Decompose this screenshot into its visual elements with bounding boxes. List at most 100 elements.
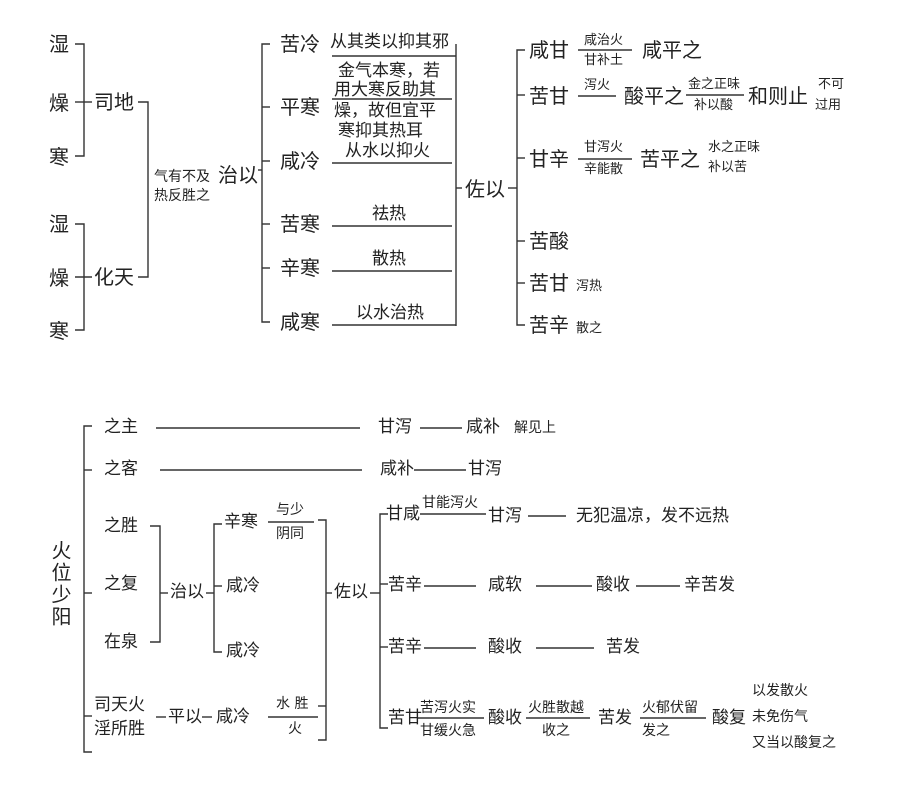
label-zhi-yi-top: 治以	[218, 163, 258, 187]
note-yi-shui-zhi-re: 以水治热	[356, 303, 424, 323]
note-ping-han-4: 寒抑其热耳	[338, 121, 423, 141]
zuo-ku-xin: 苦辛	[529, 313, 569, 337]
label-ku-fa-1: 苦发	[606, 637, 640, 657]
zhi-item-ping-han: 平寒	[280, 95, 320, 119]
label-han-2: 寒	[49, 319, 69, 343]
frac-fa-zhi: 发之	[642, 723, 670, 739]
frac-bu-yi-suan: 补以酸	[694, 98, 734, 113]
bracket-zhi-yi	[261, 43, 270, 323]
note-cong-qi-lei: 从其类以抑其邪	[330, 32, 449, 52]
label-suan-fu: 酸复	[712, 708, 746, 728]
zhi-item-xian-han: 咸寒	[280, 310, 320, 334]
note-bu-yi-ku: 补以苦	[708, 160, 748, 175]
label-xian-bu-2: 咸补	[380, 459, 414, 479]
bracket-si-di	[75, 43, 85, 157]
note-shui-zhi-zheng-wei: 水之正味	[708, 140, 761, 155]
note-you-dang-yi-suan-fu: 又当以酸复之	[752, 735, 836, 751]
label-gan-xie-1: 甘泻	[378, 417, 412, 437]
note-yi-fa-san-huo: 以发散火	[752, 683, 808, 699]
label-suan-shou-1: 酸收	[596, 575, 630, 595]
label-xian-bu-1: 咸补	[466, 417, 500, 437]
frac-xian-zhi-huo: 咸治火	[584, 33, 624, 48]
zhi-item-xian-leng: 咸冷	[280, 149, 320, 173]
bracket-inner-zhi	[213, 523, 222, 653]
label-ping-yi: 平以	[168, 707, 202, 727]
zuo-he-ze-zhi: 和则止	[748, 84, 808, 108]
label-ku-xin-2: 苦辛	[388, 637, 422, 657]
label-si-tian-huo: 司天火	[94, 695, 145, 715]
label-zao-2: 燥	[49, 266, 69, 290]
label-zhi-fu: 之复	[104, 574, 138, 594]
note-bu-ke: 不可	[818, 77, 845, 92]
zhi-item-ku-leng: 苦冷	[280, 32, 320, 56]
zuo-suan-ping-zhi: 酸平之	[624, 84, 684, 108]
note-san-zhi: 散之	[576, 321, 603, 336]
label-xin-ku-fa: 辛苦发	[684, 575, 735, 595]
frac-gan-xie-huo: 甘泻火	[584, 140, 624, 155]
label-zai-quan: 在泉	[104, 632, 138, 652]
label-shi-1: 湿	[49, 32, 69, 56]
label-xian-ruan: 咸软	[488, 575, 522, 595]
label-suan-shou-3: 酸收	[488, 708, 522, 728]
label-ku-gan-bottom: 苦甘	[388, 708, 422, 728]
bracket-bottom-zuo	[379, 513, 388, 729]
note-ping-han-3: 燥，故但宜平	[334, 101, 436, 121]
label-xian-leng-2: 咸冷	[226, 641, 260, 661]
label-zhi-yi-bottom: 治以	[170, 582, 204, 602]
frac-yu-shao: 与少	[276, 502, 304, 518]
label-xian-leng-1: 咸冷	[226, 576, 260, 596]
label-ku-fa-2: 苦发	[598, 708, 632, 728]
zuo-ku-gan-2: 苦甘	[529, 271, 569, 295]
bracket-sheng-fu	[150, 525, 161, 643]
note-san-re: 散热	[372, 249, 406, 269]
frac-shui-sheng: 水 胜	[276, 696, 309, 712]
label-xin-han-bottom: 辛寒	[224, 512, 258, 532]
note-qi-you-bu-ji: 气有不及	[154, 169, 210, 185]
bracket-qi-you-bu-ji	[138, 101, 149, 278]
zuo-xian-ping-zhi: 咸平之	[642, 38, 702, 62]
zuo-ku-gan: 苦甘	[529, 84, 569, 108]
zuo-ku-suan: 苦酸	[529, 229, 569, 253]
label-xian-leng-3: 咸冷	[216, 707, 250, 727]
title-huo-wei-shao-yang: 火位少阳	[48, 540, 72, 628]
note-re-fan-sheng: 热反胜之	[154, 188, 210, 204]
zuo-gan-xin: 甘辛	[529, 147, 569, 171]
zuo-ku-ping-zhi: 苦平之	[640, 147, 700, 171]
zhi-item-xin-han: 辛寒	[280, 256, 320, 280]
note-guo-yong: 过用	[815, 98, 842, 113]
bracket-zuo-yi	[516, 49, 525, 326]
note-qu-re: 祛热	[372, 204, 406, 224]
label-zhi-ke: 之客	[104, 459, 138, 479]
frac-yin-tong: 阴同	[276, 526, 304, 542]
label-zao-1: 燥	[49, 91, 69, 115]
label-zuo-yi-top: 佐以	[465, 177, 505, 201]
label-yin-suo-sheng: 淫所胜	[94, 719, 145, 739]
label-zuo-yi-bottom: 佐以	[334, 582, 368, 602]
label-shi-2: 湿	[49, 212, 69, 236]
note-ping-han-1: 金气本寒，若	[338, 61, 440, 81]
frac-gan-neng-xie-huo: 甘能泻火	[422, 495, 478, 511]
frac-huo-sheng-san-yue: 火胜散越	[528, 700, 584, 716]
zuo-xian-gan: 咸甘	[529, 38, 569, 62]
label-hua-tian: 化天	[94, 265, 134, 289]
note-jie-jian-shang: 解见上	[514, 420, 556, 436]
label-han-1: 寒	[49, 145, 69, 169]
frac-jin-zhi-zheng-wei: 金之正味	[688, 77, 741, 92]
zhi-item-ku-han: 苦寒	[280, 212, 320, 236]
frac-xie-huo: 泻火	[584, 78, 611, 93]
label-suan-shou-2: 酸收	[488, 637, 522, 657]
label-gan-xian: 甘咸	[386, 504, 420, 524]
note-ping-han-2: 用大寒反助其	[334, 80, 436, 100]
label-gan-xie-2: 甘泻	[468, 459, 502, 479]
label-zhi-sheng: 之胜	[104, 516, 138, 536]
frac-ku-xie-huo-shi: 苦泻火实	[420, 700, 476, 716]
note-xie-re: 泻热	[576, 279, 603, 294]
frac-huo-yu-fu-liu: 火郁伏留	[642, 700, 698, 716]
frac-gan-huan-huo-ji: 甘缓火急	[420, 723, 476, 739]
label-zhi-zhu: 之主	[104, 417, 138, 437]
frac-huo: 火	[288, 721, 302, 737]
label-gan-xie-3: 甘泻	[488, 506, 522, 526]
frac-shou-zhi: 收之	[542, 723, 570, 739]
